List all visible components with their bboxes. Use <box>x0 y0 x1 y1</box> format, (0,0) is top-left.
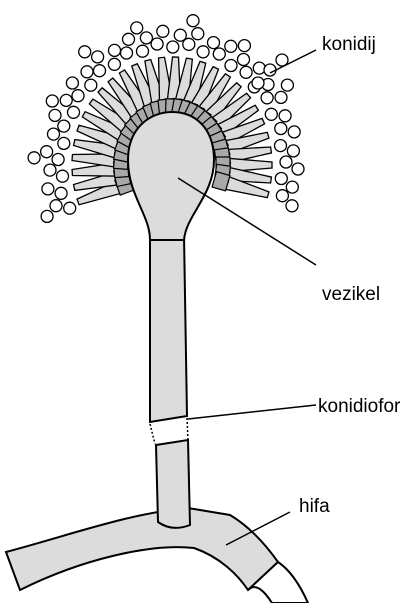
conidium <box>225 40 237 52</box>
conidium <box>208 37 220 49</box>
conidium <box>58 137 70 149</box>
conidium <box>275 140 287 152</box>
conidium <box>183 38 195 50</box>
conidium <box>264 64 276 76</box>
conidium <box>52 154 64 166</box>
conidium <box>131 22 143 34</box>
conidium <box>68 106 80 118</box>
conidium <box>252 77 264 89</box>
conidium <box>94 65 106 77</box>
conidium <box>123 33 135 45</box>
conidium <box>109 44 121 56</box>
conidium <box>151 38 163 50</box>
conidium <box>140 32 152 44</box>
conidium <box>48 128 60 140</box>
conidium <box>238 54 250 66</box>
conidium <box>92 51 104 63</box>
conidium <box>225 60 237 72</box>
conidium <box>275 173 287 185</box>
label-conidiophore: konidiofor <box>318 396 401 417</box>
conidium <box>46 95 58 107</box>
conidium <box>44 164 56 176</box>
conidium <box>279 110 291 122</box>
conidium <box>137 45 149 57</box>
conidium <box>60 94 72 106</box>
conidium <box>286 200 298 212</box>
conidium <box>79 46 91 58</box>
conidium <box>28 152 40 164</box>
conidiophore-upper <box>150 235 187 422</box>
conidium <box>41 210 53 222</box>
conidium <box>42 183 54 195</box>
conidium <box>50 200 62 212</box>
conidiophore-lower <box>156 440 190 528</box>
conidium <box>121 47 133 59</box>
conidium <box>253 62 265 74</box>
conidium <box>66 77 78 89</box>
conidium <box>85 79 97 91</box>
conidium <box>55 187 67 199</box>
conidium <box>240 66 252 78</box>
hypha <box>6 508 308 603</box>
conidium <box>276 190 288 202</box>
conidium <box>238 40 250 52</box>
conidium <box>287 145 299 157</box>
conidium <box>213 48 225 60</box>
label-vesicle: vezikel <box>322 284 380 305</box>
conidium <box>275 123 287 135</box>
conidium <box>72 90 84 102</box>
conidium <box>280 156 292 168</box>
conidium <box>192 28 204 40</box>
conidium <box>281 79 293 91</box>
conidium <box>41 146 53 158</box>
conidium <box>187 15 199 27</box>
conidium <box>265 108 277 120</box>
conidium <box>58 120 70 132</box>
conidium <box>292 163 304 175</box>
conidium <box>275 91 287 103</box>
label-conidia: konidij <box>322 34 376 55</box>
conidium <box>286 181 298 193</box>
vesicle <box>128 112 214 240</box>
label-hypha: hifa <box>299 496 330 517</box>
conidium <box>167 41 179 53</box>
conidium <box>288 126 300 138</box>
conidium <box>57 170 69 182</box>
conidium <box>157 25 169 37</box>
conidium <box>49 109 61 121</box>
conidium <box>108 58 120 70</box>
conidium <box>197 46 209 58</box>
conidium <box>261 92 273 104</box>
conidium <box>81 66 93 78</box>
conidium <box>64 202 76 214</box>
